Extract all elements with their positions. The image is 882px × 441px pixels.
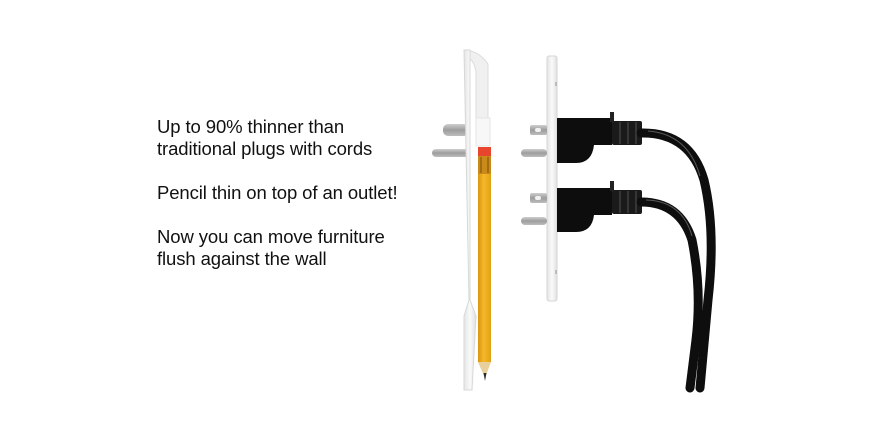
feature-thinner: Up to 90% thinner than traditional plugs… <box>157 116 427 160</box>
lower-prong <box>521 217 547 225</box>
lower-cord <box>636 197 703 393</box>
feature-copy: Up to 90% thinner than traditional plugs… <box>157 116 427 292</box>
feature-thinner-line-2: traditional plugs with cords <box>157 138 373 159</box>
outlet-plate <box>521 55 558 302</box>
feature-flush-line-2: flush against the wall <box>157 248 327 269</box>
pencil-body <box>478 174 491 362</box>
traditional-plug-upper <box>557 112 716 393</box>
feature-flush: Now you can move furniture flush against… <box>157 226 427 270</box>
pencil-wood-tip <box>478 362 491 378</box>
pencil-eraser <box>478 147 491 156</box>
feature-pencil-thin-line-1: Pencil thin on top of an outlet! <box>157 182 398 203</box>
traditional-plug-lower <box>557 130 703 393</box>
pencil <box>478 147 491 381</box>
thin-plug-ground-prong <box>443 124 469 136</box>
upper-prong <box>521 149 547 157</box>
thin-plug-prong <box>432 149 470 157</box>
pencil-lead <box>483 373 487 381</box>
thin-plug <box>432 49 491 391</box>
feature-thinner-line-1: Up to 90% thinner than <box>157 116 345 137</box>
pencil-ferrule <box>478 156 491 174</box>
upper-cord <box>636 128 716 393</box>
feature-flush-line-1: Now you can move furniture <box>157 226 385 247</box>
feature-pencil-thin: Pencil thin on top of an outlet! <box>157 182 427 204</box>
